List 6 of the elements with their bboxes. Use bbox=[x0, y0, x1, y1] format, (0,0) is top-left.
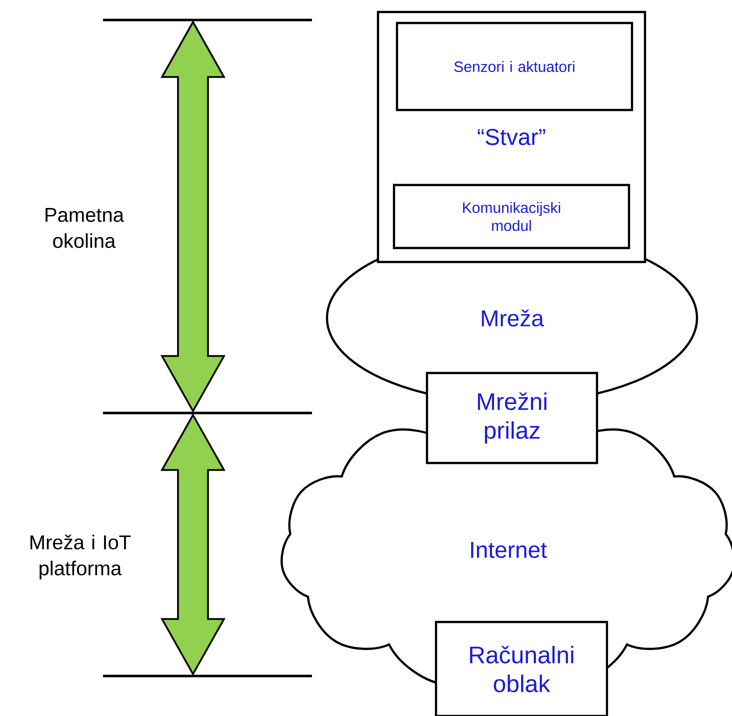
module-box: Komunikacijski modul bbox=[392, 184, 630, 250]
side-label: Pametna okolina bbox=[46, 208, 124, 248]
sensor-box: Senzori i aktuatori bbox=[396, 22, 634, 112]
side-label: Mreža i IoT platforma bbox=[30, 534, 131, 580]
gateway-box: Mrežni prilaz bbox=[426, 372, 598, 464]
cloud-computing-box: Računalni oblak bbox=[434, 620, 608, 716]
